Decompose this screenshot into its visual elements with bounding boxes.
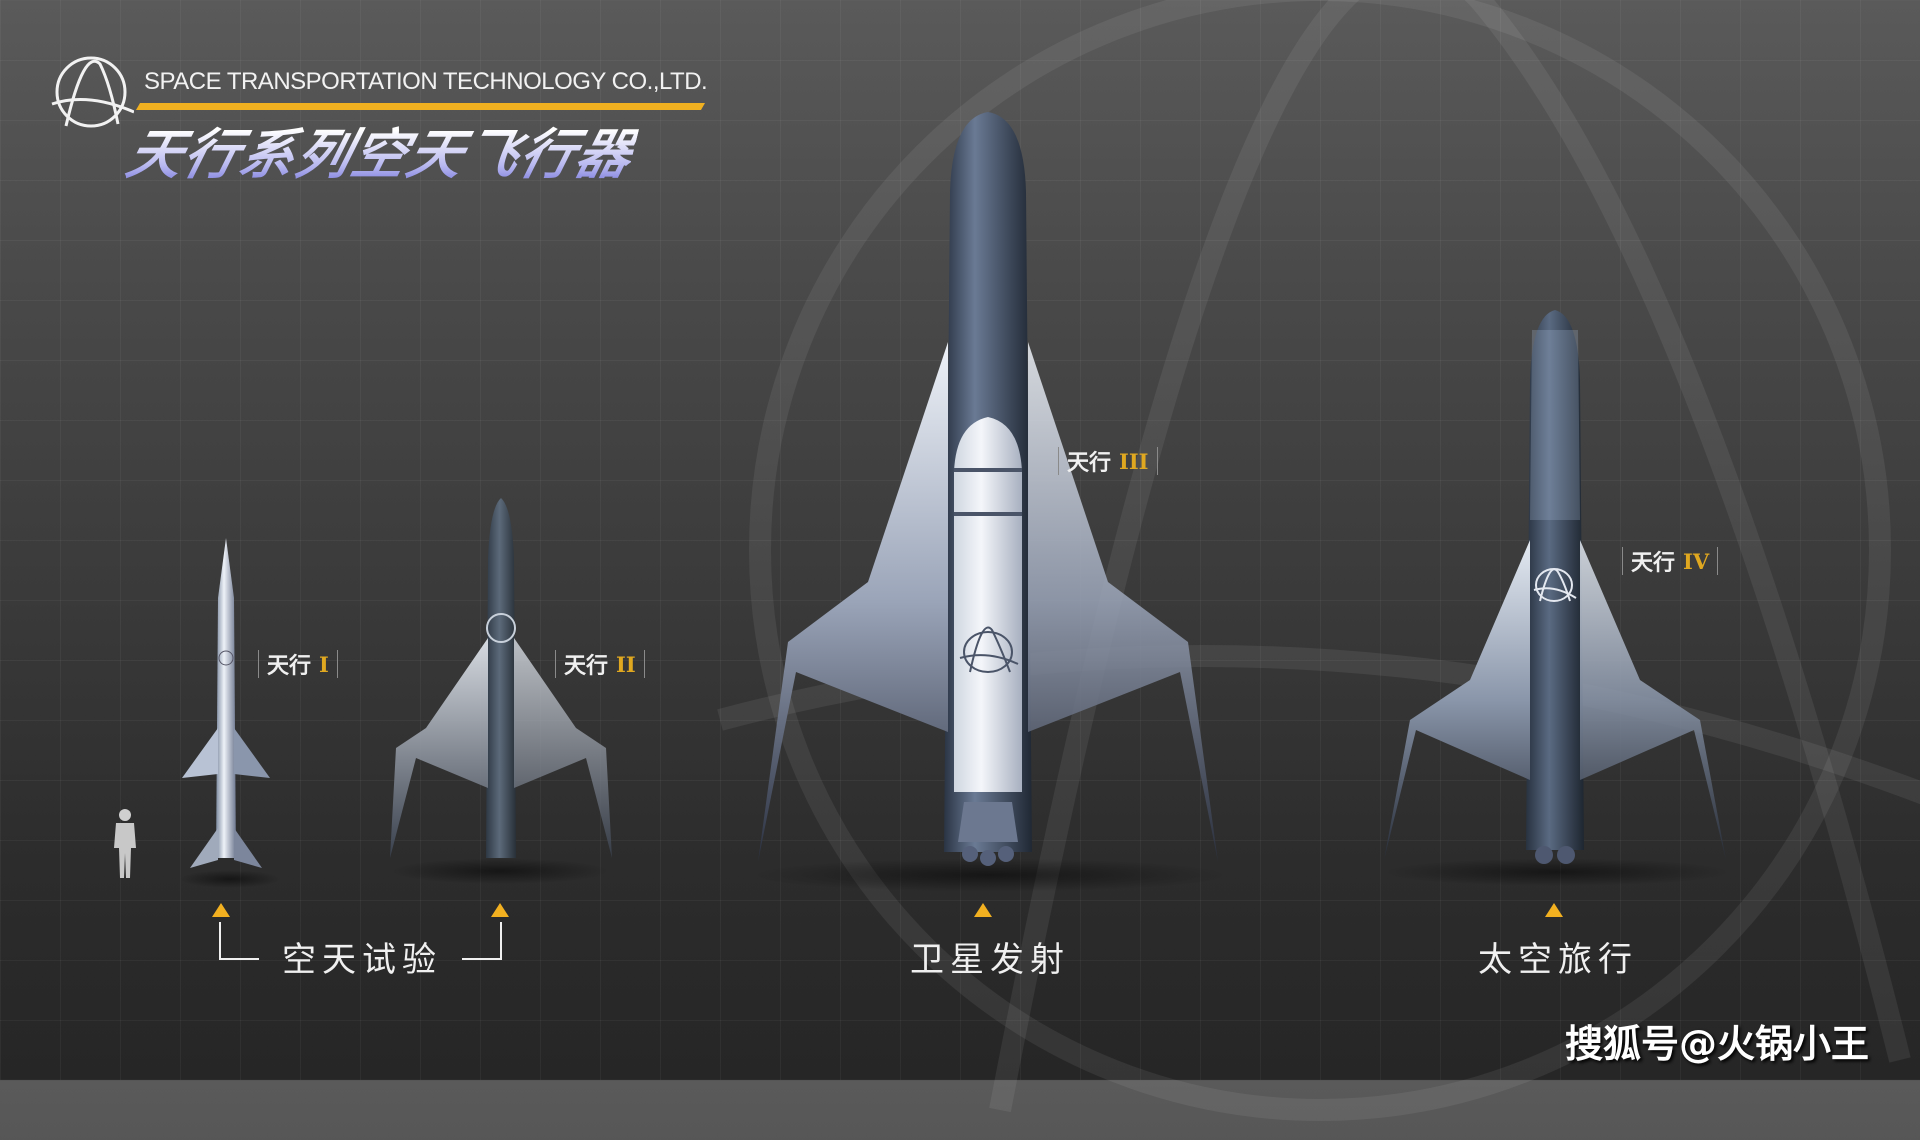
marker-triangle-icon [212, 903, 230, 917]
category-satellite-launch: 卫星发射 [910, 940, 1070, 980]
tianxing-1-rocket-icon [182, 538, 270, 868]
tianxing-2-rocket-icon [390, 498, 612, 858]
vehicle-label-tianxing-3: 天行 III [1058, 445, 1158, 477]
label-divider [555, 650, 556, 678]
label-divider [1622, 547, 1623, 575]
marker-triangle-icon [974, 903, 992, 917]
label-divider [336, 650, 338, 678]
vehicle-numeral: IV [1683, 548, 1710, 574]
bracket-right [462, 922, 502, 960]
vehicle-numeral: I [319, 651, 329, 677]
watermark: 搜狐号@火锅小王 [1565, 1022, 1870, 1066]
bracket-left [219, 922, 259, 960]
label-divider [1717, 547, 1719, 575]
vehicle-name: 天行 [1631, 551, 1676, 576]
vehicle-name: 天行 [267, 654, 312, 679]
page-title: 天行系列空天飞行器 [120, 110, 644, 189]
marker-triangle-icon [491, 903, 509, 917]
company-name: SPACE TRANSPORTATION TECHNOLOGY CO.,LTD. [144, 68, 708, 95]
label-divider [643, 650, 645, 678]
label-divider [1058, 447, 1059, 475]
label-divider [1156, 447, 1158, 475]
rocket-4-shadow [1382, 858, 1732, 886]
rocket-2-shadow [390, 858, 610, 884]
tianxing-4-rocket-icon [1384, 310, 1726, 864]
vehicle-label-tianxing-2: 天行 II [555, 648, 645, 680]
label-divider [258, 650, 259, 678]
human-scale-figure-icon [114, 809, 136, 878]
company-logo-icon [51, 56, 134, 128]
title-underline [135, 103, 706, 110]
tianxing-3-rocket-icon [758, 112, 1218, 866]
category-space-tourism: 太空旅行 [1478, 940, 1638, 980]
vehicle-label-tianxing-4: 天行 IV [1622, 545, 1719, 577]
vehicle-name: 天行 [564, 654, 609, 679]
vehicle-label-tianxing-1: 天行 I [258, 648, 338, 680]
vehicle-numeral: II [616, 651, 636, 677]
vehicle-name: 天行 [1067, 451, 1112, 476]
vehicle-numeral: III [1119, 448, 1149, 474]
rocket-1-shadow [180, 870, 280, 888]
marker-triangle-icon [1545, 903, 1563, 917]
category-test: 空天试验 [282, 940, 442, 980]
